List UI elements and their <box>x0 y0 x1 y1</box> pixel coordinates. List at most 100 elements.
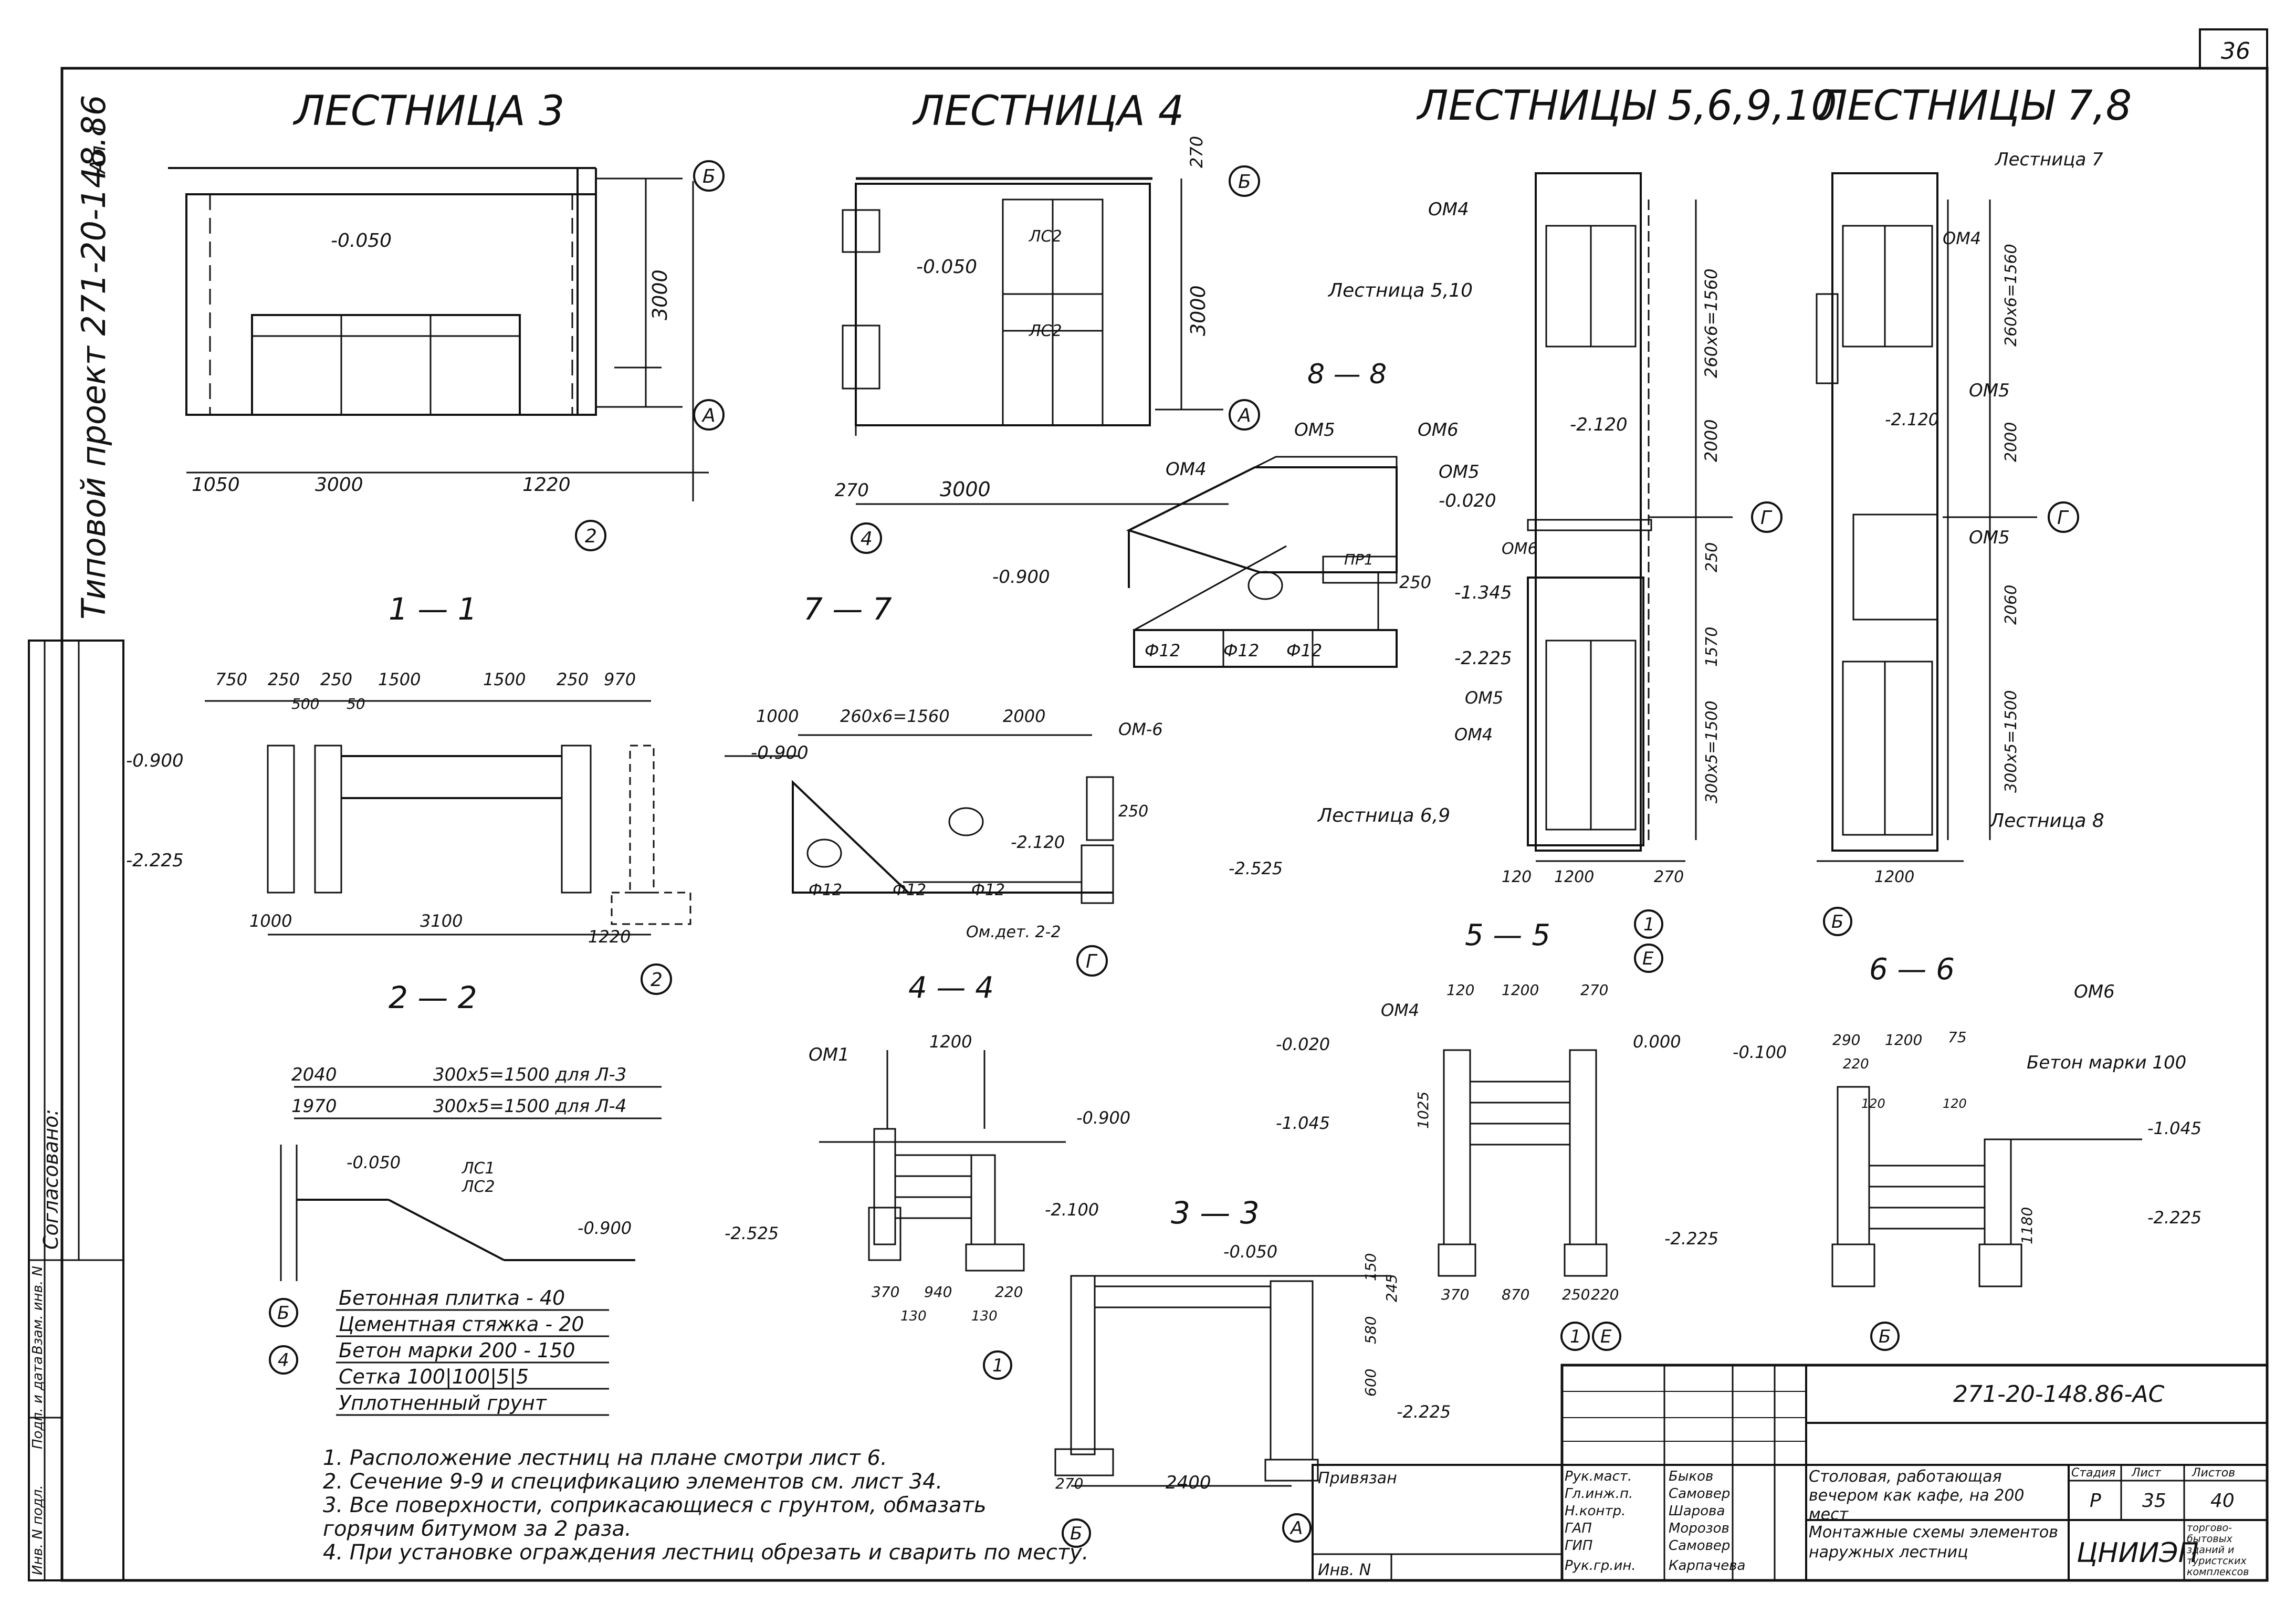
s5-mark-2225: -2.225 <box>1454 648 1512 669</box>
s55-dim-220: 220 <box>1591 1286 1619 1303</box>
s5-dim-300x5: 300x5=1500 <box>1703 700 1721 803</box>
section-1-1: 1 — 1 <box>389 591 477 627</box>
tb-object-box: Столовая, работающая вечером как кафе, н… <box>1809 1468 2025 1520</box>
axis-a-bubble-2 <box>1229 399 1260 431</box>
axis-e-label-2: Е <box>1600 1326 1612 1347</box>
s55-om4: ОМ4 <box>1381 1000 1419 1020</box>
axis-4-label-1: 4 <box>861 528 873 550</box>
axis-b-label-3: Б <box>1831 911 1843 932</box>
s55-dim-270: 270 <box>1580 981 1608 999</box>
note-1: 1. Расположение лестниц на плане смотри … <box>323 1446 887 1470</box>
s22-dim-1500a: 1500 <box>378 669 421 689</box>
album-vertical: Ал. I <box>86 126 110 175</box>
s44-mark-0900: -0.900 <box>1076 1108 1130 1128</box>
iso-om5: ОМ5 <box>1294 420 1335 441</box>
sheet-number: 36 <box>2221 38 2250 65</box>
s66-om6: ОМ6 <box>2074 981 2115 1002</box>
s77-phi12-c: Ф12 <box>971 881 1005 899</box>
axis-b-label-4: Б <box>277 1303 289 1324</box>
tb-stage-h: Стадия <box>2071 1466 2115 1480</box>
s77-mark-2525: -2.525 <box>1229 858 1283 878</box>
sheet-number-box <box>2199 28 2268 69</box>
axis-a-bubble-1 <box>693 399 725 431</box>
section-7-7-drawing <box>725 734 1114 904</box>
s22-dim-50: 50 <box>347 695 365 712</box>
s22-dim-970: 970 <box>604 669 636 689</box>
s5-st69: Лестница 6,9 <box>1317 805 1450 826</box>
s66-mark-0100: -0.100 <box>1733 1042 1787 1062</box>
ld-dim-1970: 1970 <box>291 1096 337 1117</box>
iso-phi12-c: Ф12 <box>1286 641 1322 661</box>
s5-mark-1345: -1.345 <box>1454 582 1512 603</box>
s22-dim-3100: 3100 <box>420 911 463 931</box>
title-stairs-7-8: ЛЕСТНИЦЫ 7,8 <box>1815 82 2132 130</box>
axis-a-label-3: А <box>1289 1518 1303 1539</box>
s5-mark-2120: -2.120 <box>1570 414 1628 435</box>
s7-dim-300x5: 300x5=1500 <box>2002 690 2020 793</box>
s66-beton100: Бетон марки 100 <box>2027 1052 2186 1073</box>
plan4-lc2a: ЛС2 <box>1029 227 1062 246</box>
tb-sheets: 40 <box>2210 1490 2235 1512</box>
ld-mark-0900: -0.900 <box>578 1218 632 1238</box>
plan3-dim-1220: 1220 <box>522 474 571 496</box>
section-8-8: 8 — 8 <box>1307 359 1387 390</box>
plan4-mark-0050: -0.050 <box>916 256 977 278</box>
plan-stair-4 <box>842 177 1229 505</box>
layers-detail <box>280 1086 662 1416</box>
axis-g-bubble-3 <box>1076 945 1108 977</box>
axis-e-bubble-1 <box>1634 944 1663 973</box>
section-3-3: 3 — 3 <box>1171 1195 1260 1231</box>
iso-phi12-b: Ф12 <box>1223 641 1259 661</box>
section-5-5-drawing <box>1438 1049 1608 1277</box>
s55-dim-1200: 1200 <box>1502 981 1539 999</box>
s77-mark-0900: -0.900 <box>751 742 809 763</box>
s22-dim-1500b: 1500 <box>483 669 526 689</box>
axis-2-label-1: 2 <box>585 526 597 547</box>
layer-4: Сетка 100|100|5|5 <box>339 1365 529 1389</box>
layer-5: Уплотненный грунт <box>339 1391 548 1414</box>
tb-name-6: Карпачева <box>1669 1558 1745 1574</box>
plan-stairs-5-6-9-10 <box>1527 172 1733 862</box>
s66-dim-220: 220 <box>1843 1056 1869 1072</box>
axis-1-label-3: 1 <box>1570 1326 1581 1347</box>
s5-dim-250: 250 <box>1703 542 1721 572</box>
axis-1-bubble-1 <box>1634 909 1663 939</box>
tb-role-2: Гл.инж.п. <box>1565 1486 1633 1502</box>
s66-mark-1045: -1.045 <box>2147 1118 2201 1138</box>
tb-name-4: Морозов <box>1669 1521 1729 1536</box>
s33-dim-2400: 2400 <box>1166 1472 1211 1493</box>
tb-role-6: Рук.гр.ин. <box>1565 1558 1636 1574</box>
s22-dim-250a: 250 <box>268 669 300 689</box>
axis-b-label-6: Б <box>1879 1326 1891 1347</box>
axis-g-label-2: Г <box>2057 507 2069 529</box>
s5-st510: Лестница 5,10 <box>1327 280 1473 301</box>
s44-dim-130b: 130 <box>971 1308 998 1324</box>
plan4-dim-3000v: 3000 <box>1187 285 1210 336</box>
tb-binding: Привязан <box>1318 1469 1397 1487</box>
axis-2-label-2: 2 <box>651 969 663 991</box>
axis-a-label-1: А <box>701 405 716 426</box>
s66-dim-1180: 1180 <box>2018 1207 2036 1244</box>
s77-omdet: Ом.дет. 2-2 <box>966 923 1061 941</box>
s55-dim-1025: 1025 <box>1414 1092 1432 1129</box>
plan3-dim-3000v: 3000 <box>648 269 672 320</box>
s55-mark-0000: 0.000 <box>1633 1032 1681 1052</box>
s7-om4: ОМ4 <box>1943 228 1981 248</box>
stamp-col-2: Подп. и дата <box>30 1356 46 1449</box>
s7-st8: Лестница 8 <box>1989 810 2104 832</box>
ld-lc1: ЛС1 <box>462 1159 495 1178</box>
note-3: 3. Все поверхности, соприкасающиеся с гр… <box>323 1493 987 1517</box>
s66-mark-2225: -2.225 <box>2147 1208 2201 1228</box>
axis-g-bubble-1 <box>1751 501 1783 533</box>
axis-1-label-1: 1 <box>1643 914 1655 935</box>
s55-dim-250: 250 <box>1562 1286 1590 1303</box>
s77-dim-250: 250 <box>1118 802 1148 821</box>
s66-dim-75: 75 <box>1948 1029 1967 1046</box>
axis-b-label-2: Б <box>1238 171 1251 193</box>
tb-name-1: Быков <box>1669 1469 1713 1484</box>
iso-250: 250 <box>1399 572 1431 592</box>
section-4-4-drawing <box>819 1050 1066 1272</box>
s33-dim-150: 150 <box>1362 1253 1379 1281</box>
s44-om1: ОМ1 <box>809 1044 850 1065</box>
